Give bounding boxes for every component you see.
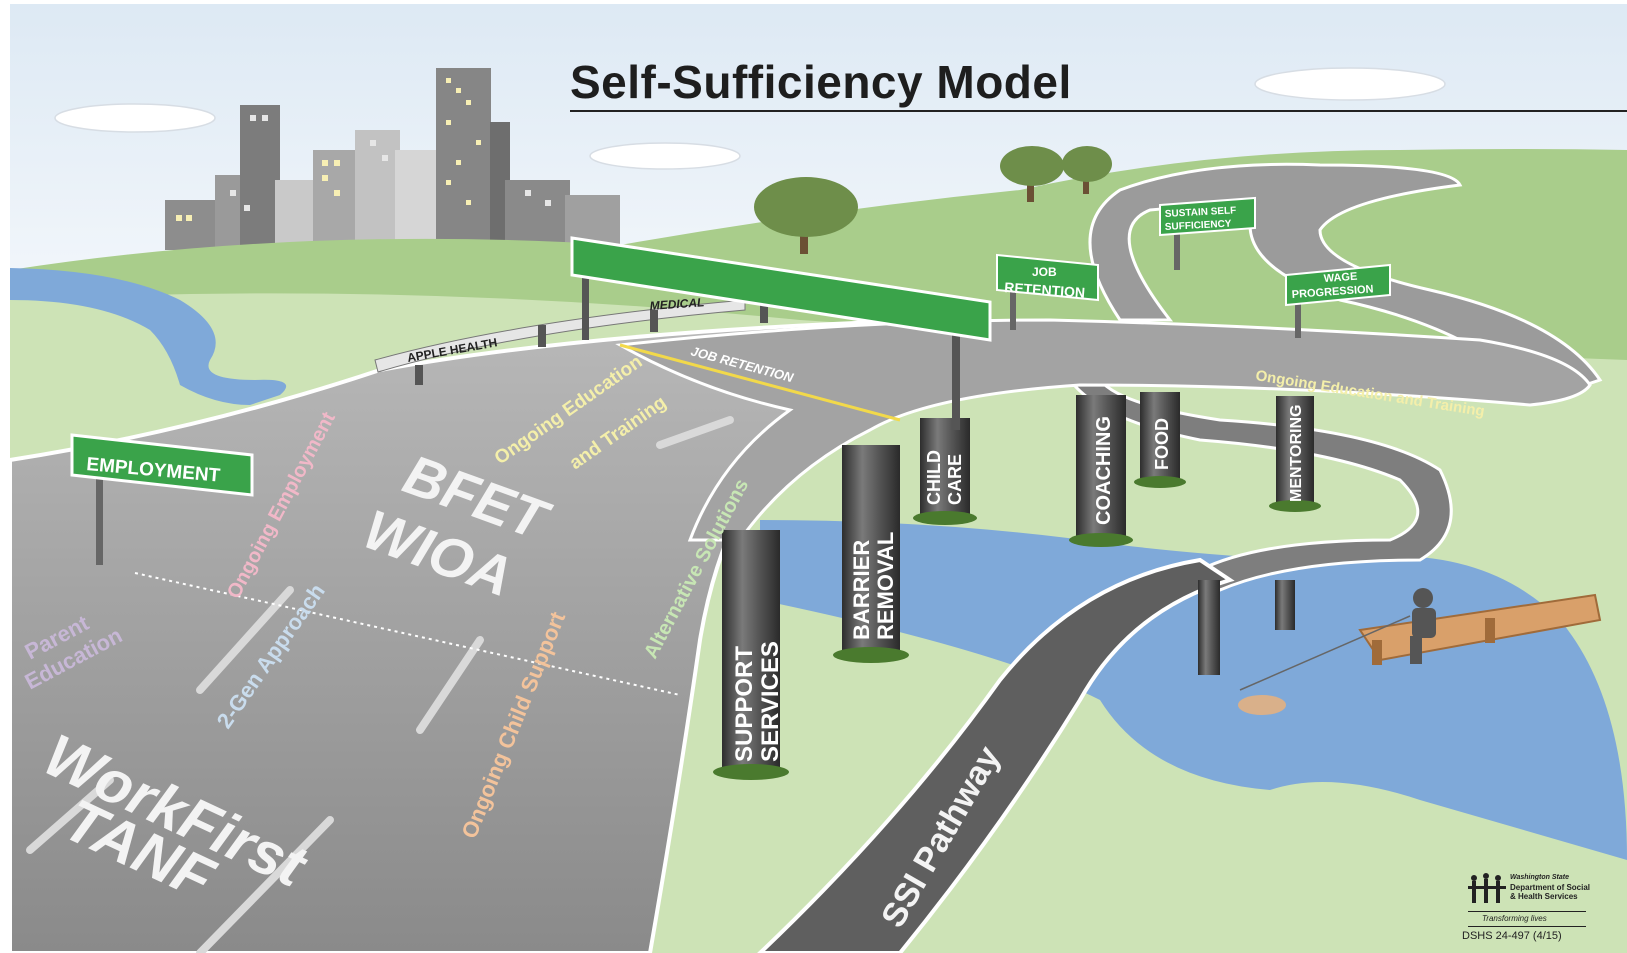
lane-markings xyxy=(26,416,734,953)
logo-rule xyxy=(1468,926,1586,927)
yellow-line xyxy=(619,343,901,422)
dotted-line xyxy=(134,572,681,696)
pillar-food-label: FOOD xyxy=(1152,418,1172,470)
logo-state: Washington State xyxy=(1510,874,1569,881)
guardrail-posts xyxy=(415,305,768,385)
job-retention-sign: JOB RETENTION xyxy=(996,253,1099,330)
logo-dept: Department of Social & Health Services xyxy=(1510,883,1592,901)
pillar-labels: SUPPORT SERVICES BARRIER REMOVAL CHILD C… xyxy=(731,405,1305,762)
pillar-coaching xyxy=(1076,395,1126,540)
lake-right xyxy=(760,520,1627,860)
pillar-barrier-removal xyxy=(842,445,900,655)
logo-dept-line-1: Department of Social xyxy=(1510,883,1591,892)
logo-tagline: Transforming lives xyxy=(1482,914,1547,923)
pillar-support-services xyxy=(722,530,780,770)
pillar-grass xyxy=(713,476,1321,780)
wage-sign-label-2: PROGRESSION xyxy=(1291,283,1374,301)
gantry-sign xyxy=(570,236,992,430)
page-title: Self-Sufficiency Model xyxy=(570,56,1072,108)
pillar-child-label-1: CHILD xyxy=(924,450,944,505)
form-code: DSHS 24-497 (4/15) xyxy=(1462,930,1562,942)
pillar-support-label-2: SERVICES xyxy=(757,641,784,762)
logo-rule-top xyxy=(1468,911,1586,912)
wage-sign: WAGE PROGRESSION xyxy=(1285,263,1391,338)
pillars xyxy=(722,392,1314,770)
pillar-food xyxy=(1140,392,1180,482)
ssi-pathway-road xyxy=(757,557,1235,953)
pillar-child-care xyxy=(920,418,970,518)
pillar-mentoring xyxy=(1276,396,1314,506)
sustain-sign-label-2: SUFFICIENCY xyxy=(1165,219,1232,233)
pillar-support-label-1: SUPPORT xyxy=(731,646,758,762)
pillar-coaching-label: COACHING xyxy=(1093,416,1115,525)
pillar-mentoring-label: MENTORING xyxy=(1288,405,1305,502)
dshs-people-icon xyxy=(1468,873,1506,903)
river-left xyxy=(10,268,287,405)
city-skyline xyxy=(165,68,620,250)
fisherman xyxy=(1239,588,1436,691)
guardrail-medical: MEDICAL xyxy=(649,295,705,313)
clouds xyxy=(54,67,1446,170)
rock xyxy=(1238,695,1286,715)
sustain-sign: SUSTAIN SELF SUFFICIENCY xyxy=(1159,196,1256,270)
job-retention-sign-label-2: RETENTION xyxy=(1004,279,1086,301)
pillar-barrier-label-1: BARRIER xyxy=(849,540,874,640)
pillar-child-label-2: CARE xyxy=(945,454,965,505)
job-retention-sign-label-1: JOB xyxy=(1032,265,1057,279)
wage-sign-label-1: WAGE xyxy=(1323,271,1357,285)
overpass xyxy=(615,318,1592,542)
logo-dept-line-2: & Health Services xyxy=(1510,892,1578,901)
pillar-barrier-label-2: REMOVAL xyxy=(873,532,898,640)
dshs-logo: Washington State Department of Social & … xyxy=(1462,868,1592,943)
trees xyxy=(754,146,1112,254)
sustain-sign-label-1: SUSTAIN SELF xyxy=(1165,205,1237,220)
title-rule xyxy=(570,110,1627,112)
